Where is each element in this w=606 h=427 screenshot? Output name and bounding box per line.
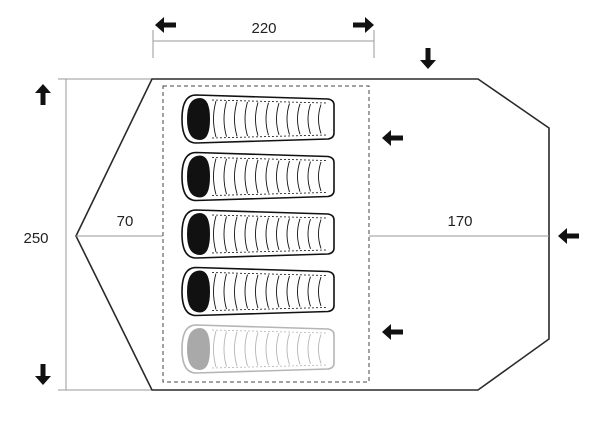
tent-outline (75, 78, 550, 391)
sleeping-bag (181, 266, 335, 317)
arrow-right-icon (353, 17, 374, 33)
arrow-left-icon (558, 228, 579, 244)
arrow-left-icon (382, 130, 403, 146)
sleeping-bag (181, 94, 335, 144)
inner-length-label: 220 (251, 20, 276, 37)
arrow-left-icon (155, 17, 176, 33)
right-depth-label: 170 (447, 213, 472, 230)
sleeping-bag (181, 209, 335, 259)
arrow-up-icon (35, 84, 51, 105)
sleeping-bags (181, 94, 335, 374)
height-label: 250 (23, 230, 48, 247)
left-depth-label: 70 (117, 213, 134, 230)
arrow-left-icon (382, 324, 403, 340)
sleeping-bag (181, 151, 335, 202)
arrow-down-icon (35, 364, 51, 385)
arrow-down-icon (420, 48, 436, 69)
inner-tent-outline (162, 85, 370, 383)
sleeping-bag-faded (181, 324, 335, 374)
